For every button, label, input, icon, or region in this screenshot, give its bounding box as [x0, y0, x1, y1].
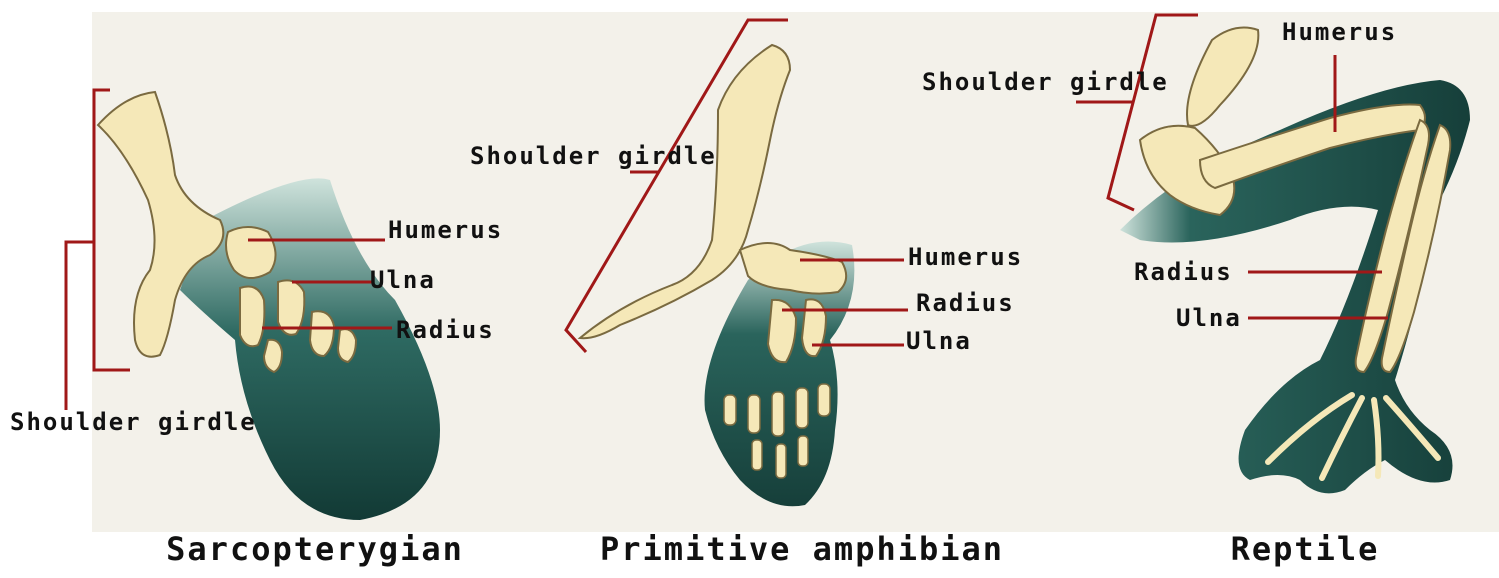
sarcopterygian-caption: Sarcopterygian: [165, 533, 465, 565]
sarcopterygian-radial-a: [240, 287, 264, 347]
sarcopterygian-ulna-label: Ulna: [370, 268, 436, 292]
amphibian-digit-bone: [752, 440, 762, 470]
sarcopterygian-girdle-leader: [66, 242, 94, 410]
sarcopterygian-radial-c: [310, 311, 334, 356]
reptile-humerus-label: Humerus: [1282, 20, 1397, 44]
reptile-shoulder-girdle-label: Shoulder girdle: [922, 62, 1074, 102]
amphibian-shoulder-girdle-label: Shoulder girdle: [470, 136, 622, 176]
sarcopterygian-radius-label: Radius: [396, 318, 495, 342]
sarcopterygian-humerus: [226, 227, 276, 278]
amphibian-digit-bone: [724, 395, 736, 425]
amphibian-digit-bone: [796, 388, 808, 428]
sarcopterygian-radial-e: [264, 340, 282, 372]
amphibian-digit-bone: [772, 392, 784, 436]
amphibian-digit-bone: [818, 384, 830, 416]
amphibian-digit-bone: [748, 395, 760, 433]
reptile-radius-label: Radius: [1134, 260, 1233, 284]
reptile-caption: Reptile: [1205, 533, 1405, 565]
amphibian-digit-bone: [776, 444, 786, 478]
amphibian-digit-bone: [798, 436, 808, 466]
reptile-ulna-label: Ulna: [1176, 306, 1242, 330]
sarcopterygian-radial-d: [338, 329, 356, 362]
sarcopterygian-humerus-label: Humerus: [388, 218, 503, 242]
amphibian-radius-label: Radius: [916, 291, 1015, 315]
sarcopterygian-shoulder-girdle-label: Shoulder girdle: [10, 402, 158, 442]
amphibian-humerus-label: Humerus: [908, 245, 1023, 269]
amphibian-ulna-label: Ulna: [906, 329, 972, 353]
amphibian-caption: Primitive amphibian: [600, 533, 1000, 565]
